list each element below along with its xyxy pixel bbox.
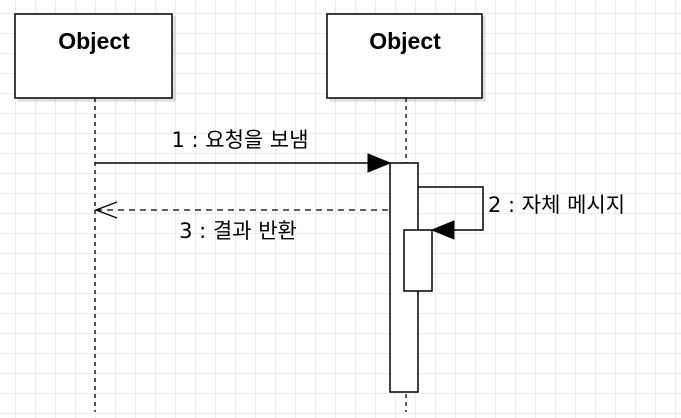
activation-bar-self[interactable]: [403, 229, 433, 292]
message-3-label: 3 : 결과 반환: [179, 219, 297, 243]
message-2-line[interactable]: [418, 186, 484, 231]
message-3[interactable]: 3 : 결과 반환: [94, 201, 388, 243]
participant-left-box[interactable]: [14, 13, 173, 99]
participant-right-title: Object: [369, 28, 441, 54]
participant-right[interactable]: Object: [326, 13, 483, 99]
message-2-label: 2 : 자체 메시지: [488, 193, 625, 217]
participant-right-box[interactable]: [326, 13, 483, 99]
message-1-arrowhead: [367, 153, 392, 173]
message-3-arrowhead: [94, 201, 118, 219]
participant-left-title: Object: [58, 28, 130, 54]
message-1[interactable]: 1 : 요청을 보냄: [95, 128, 392, 173]
message-1-label: 1 : 요청을 보냄: [171, 128, 308, 152]
message-2[interactable]: 2 : 자체 메시지: [418, 186, 625, 240]
participant-left[interactable]: Object: [14, 13, 173, 99]
message-2-arrowhead: [430, 220, 455, 240]
